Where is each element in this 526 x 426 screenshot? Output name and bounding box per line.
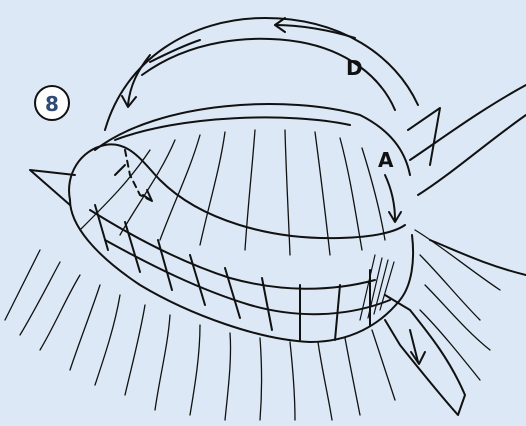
top-band bbox=[104, 17, 419, 131]
arrow-d bbox=[274, 24, 356, 39]
step-number: 8 bbox=[45, 92, 59, 116]
arrow-a bbox=[384, 174, 396, 221]
label-d: D bbox=[346, 56, 363, 80]
hair-strands bbox=[4, 129, 501, 421]
right-tab bbox=[407, 107, 441, 166]
left-tab bbox=[29, 169, 76, 206]
label-a: A bbox=[378, 148, 394, 172]
arrow-left bbox=[127, 54, 151, 106]
trailing-end bbox=[384, 294, 466, 416]
step-badge bbox=[34, 85, 70, 121]
main-band bbox=[68, 143, 406, 240]
